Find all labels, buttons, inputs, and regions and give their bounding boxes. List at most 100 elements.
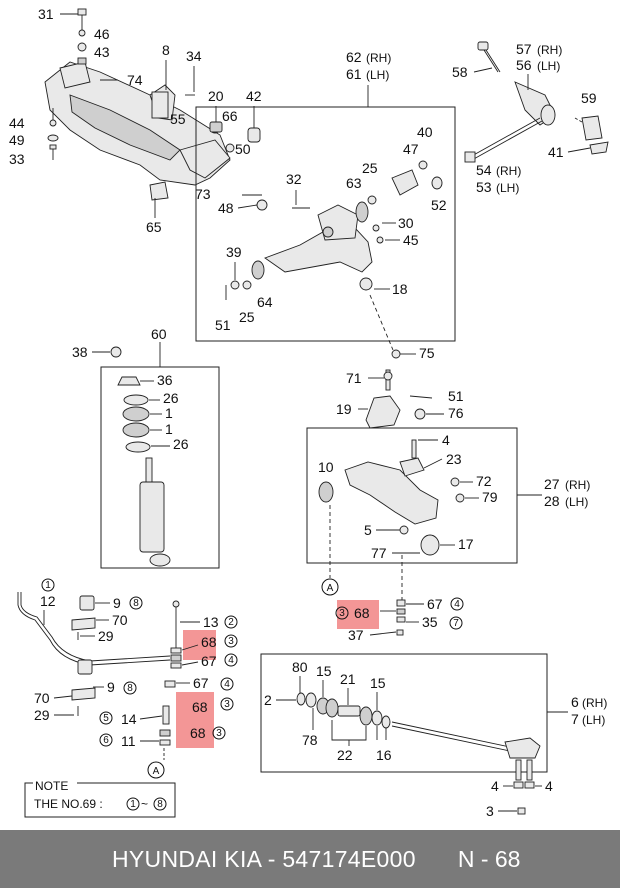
label-8: 8 [162,42,170,58]
label-7-lh: (LH) [582,713,605,727]
label-6: 6 [571,694,579,710]
label-43: 43 [94,44,110,60]
label-25a: 25 [362,160,378,176]
label-18: 18 [392,281,408,297]
label-12: 12 [40,593,56,609]
label-50: 50 [235,141,251,157]
lower-arm-box [306,427,518,564]
highlight-68-link-middle [176,692,214,718]
label-71: 71 [346,370,362,386]
label-77: 77 [371,545,387,561]
highlight-68-link-upper [183,630,216,660]
label-57-rh: (RH) [537,43,562,57]
label-70b: 70 [34,690,50,706]
highlight-68-link-lower [176,718,214,748]
label-68-b: 68 [201,634,217,650]
circled-3-d: 3 [216,728,222,739]
label-11: 11 [121,733,136,749]
label-38: 38 [72,344,88,360]
label-26a: 26 [163,390,179,406]
label-75: 75 [419,345,435,361]
label-42: 42 [246,88,262,104]
label-23: 23 [446,451,462,467]
label-41: 41 [548,144,564,160]
label-53-lh: (LH) [496,181,519,195]
label-15a: 15 [316,663,332,679]
label-30: 30 [398,215,414,231]
label-63: 63 [346,175,362,191]
label-68-d: 68 [190,725,206,741]
label-67a: 67 [427,596,443,612]
note-heading: NOTE [35,779,68,793]
label-17: 17 [458,536,474,552]
label-19: 19 [336,401,352,417]
marker-a-upper [321,578,339,596]
label-28: 28 [544,493,560,509]
label-37: 37 [348,627,364,643]
label-62-rh: (RH) [366,51,391,65]
label-9b: 9 [107,679,115,695]
footer-title: HYUNDAI KIA - 547174E000 [112,845,416,872]
parts-diagram: 31 46 43 74 8 34 44 49 33 20 66 42 55 50… [9,6,609,819]
note-range-sep: ~ [141,797,148,811]
label-22: 22 [337,747,353,763]
stabilizer-link [159,600,182,760]
label-21: 21 [340,671,356,687]
label-68-a: 68 [354,605,370,621]
marker-a-lower [147,761,165,779]
fasteners-top-left [47,8,195,160]
note-range-start: 1 [130,799,136,810]
label-56: 56 [516,57,532,73]
label-3: 3 [486,803,494,819]
label-48: 48 [218,200,234,216]
label-36: 36 [157,372,173,388]
label-61: 61 [346,66,362,82]
circled-3-c: 3 [224,699,230,710]
label-54: 54 [476,162,492,178]
label-60: 60 [151,326,167,342]
label-51b: 51 [448,388,464,404]
circled-3-a: 3 [339,608,345,619]
upper-arm-box [195,106,456,342]
circled-8-b: 8 [127,683,133,694]
label-54-rh: (RH) [496,164,521,178]
note-text: THE NO.69 : [34,797,103,811]
label-32: 32 [286,171,302,187]
circled-1: 1 [45,580,51,591]
label-72: 72 [476,473,492,489]
footer-page: N - 68 [457,845,521,872]
label-62: 62 [346,49,362,65]
circled-2-a: 2 [228,617,234,628]
label-10: 10 [318,459,334,475]
label-35: 35 [422,614,438,630]
label-2: 2 [264,692,272,708]
label-34: 34 [186,48,202,64]
label-15b: 15 [370,675,386,691]
label-80: 80 [292,659,308,675]
label-16: 16 [376,747,392,763]
label-65: 65 [146,219,162,235]
label-64: 64 [257,294,273,310]
tie-rod-box [260,653,548,773]
label-33: 33 [9,151,25,167]
label-78: 78 [302,732,318,748]
label-6-rh: (RH) [582,696,607,710]
note-box [24,782,176,818]
label-79: 79 [482,489,498,505]
upper-control-arm [225,160,443,359]
circled-8-a: 8 [133,598,139,609]
label-7: 7 [571,711,579,727]
label-28-lh: (LH) [565,495,588,509]
label-40: 40 [417,124,433,140]
label-9a: 9 [113,595,121,611]
circled-4-b: 4 [228,655,234,666]
label-66: 66 [222,108,238,124]
circled-4-c: 4 [224,679,230,690]
crossmember-assembly [44,61,268,211]
label-13: 13 [203,614,219,630]
label-55: 55 [170,111,186,127]
tension-rod-assembly [464,41,609,163]
label-27: 27 [544,476,560,492]
label-47: 47 [403,141,419,157]
